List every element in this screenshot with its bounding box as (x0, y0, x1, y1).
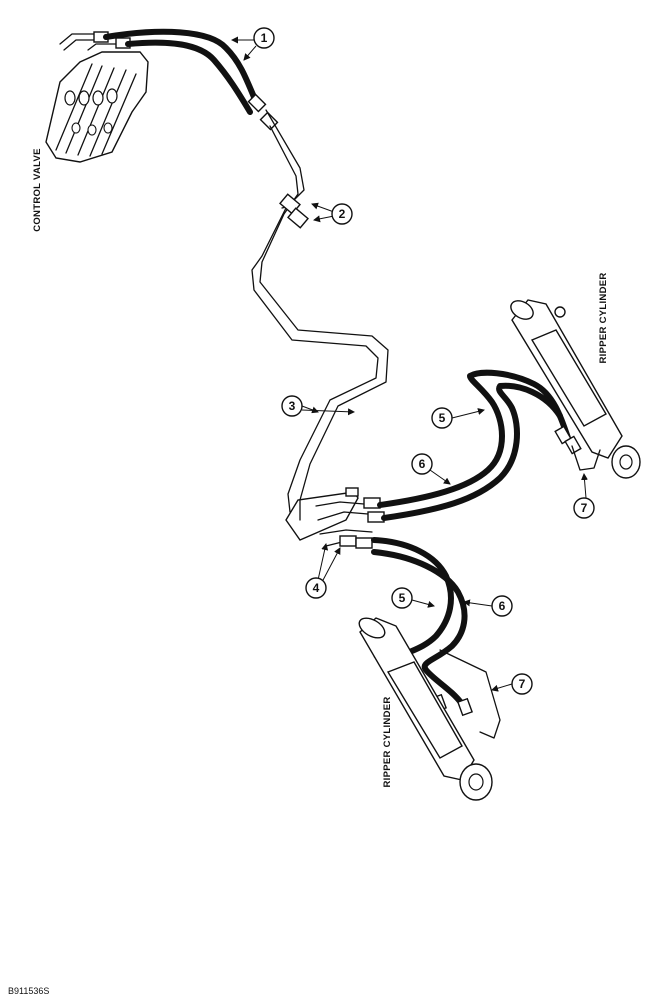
hoses-right-cylinder (377, 369, 582, 521)
callout-3-label: 3 (289, 399, 296, 413)
callout-6-lower-label: 6 (499, 599, 506, 613)
callout-3: 3 (281, 395, 355, 417)
callout-5-upper-label: 5 (439, 411, 446, 425)
callout-6-upper: 6 (411, 453, 451, 485)
callout-7-lower: 7 (491, 673, 533, 695)
callout-5-lower-label: 5 (399, 591, 406, 605)
callout-2: 2 (311, 202, 353, 225)
callout-1-label: 1 (261, 31, 268, 45)
callout-5-lower: 5 (391, 587, 435, 609)
label-ripper-cylinder-upper: RIPPER CYLINDER (598, 272, 609, 363)
control-valve (45, 31, 149, 163)
manifold-item-4 (285, 487, 385, 549)
callout-7-upper: 7 (573, 473, 595, 519)
callout-6-upper-label: 6 (419, 457, 426, 471)
callout-6-lower: 6 (463, 595, 513, 617)
callout-7-lower-label: 7 (519, 677, 526, 691)
callout-7-upper-label: 7 (581, 501, 588, 515)
ripper-cylinder-upper (510, 299, 641, 479)
hoses-item-1 (103, 28, 279, 131)
label-control-valve: CONTROL VALVE (32, 148, 43, 232)
ripper-cylinder-lower (358, 617, 493, 801)
callout-4-label: 4 (313, 581, 320, 595)
callout-2-label: 2 (339, 207, 346, 221)
document-id: B911536S (8, 986, 49, 996)
callout-4: 4 (305, 543, 341, 599)
callout-1: 1 (231, 27, 275, 61)
label-ripper-cylinder-lower: RIPPER CYLINDER (382, 696, 393, 787)
steel-tubes-item-3 (251, 109, 389, 513)
callout-5-upper: 5 (431, 407, 485, 429)
